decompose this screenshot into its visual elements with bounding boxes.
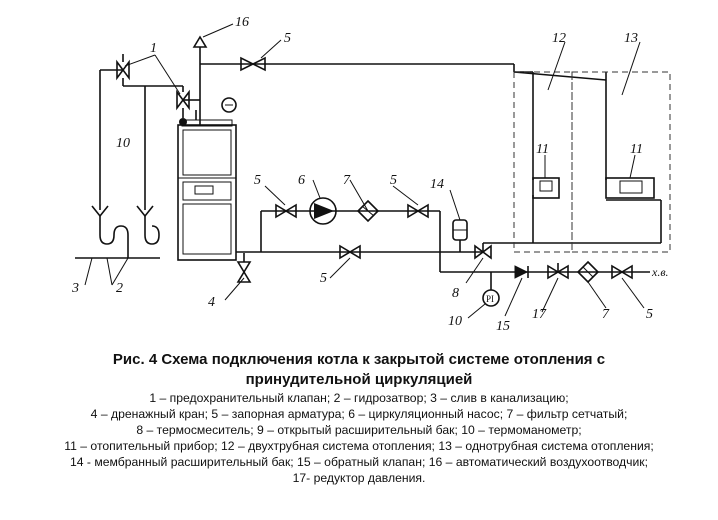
- label-5-water: 5: [646, 307, 653, 322]
- label-7-water: 7: [602, 307, 610, 322]
- label-8: 8: [452, 286, 459, 301]
- label-11-right: 11: [630, 142, 643, 157]
- caption-title-line-1: Рис. 4 Схема подключения котла к закрыто…: [112, 351, 606, 368]
- label-16: 16: [235, 15, 249, 30]
- label-17: 17: [532, 307, 547, 322]
- legend-line: 17- редуктор давления.: [292, 471, 426, 485]
- shutoff-valve-5-bypass-icon: [329, 244, 361, 279]
- gauge-pi-label: PI: [486, 294, 494, 304]
- mesh-filter-7-pump-icon: [349, 179, 380, 223]
- two-pipe-system-12-boundary: [513, 41, 573, 253]
- mesh-filter-7-water-icon: [576, 260, 607, 309]
- label-10-boiler: 10: [116, 136, 130, 151]
- label-5-supply: 5: [284, 31, 291, 46]
- return-pipe: [236, 195, 662, 253]
- label-1: 1: [150, 41, 157, 56]
- label-6: 6: [298, 173, 305, 188]
- thermomixer-8-icon: [465, 244, 492, 284]
- radiator-11-right-icon: [605, 154, 655, 199]
- label-15: 15: [496, 319, 510, 334]
- boiler-connection-diagram: 16 5 1 10 12 13 11 11 5 6 7 5 14 5 3 2 4…: [71, 15, 671, 334]
- legend-line: 4 – дренажный кран; 5 – запорная арматур…: [90, 407, 628, 421]
- pressure-gauge-10-icon: [467, 272, 500, 319]
- pressure-reducer-17-icon: [541, 263, 569, 313]
- label-5-bypass: 5: [320, 271, 327, 286]
- label-12: 12: [552, 31, 566, 46]
- air-vent-16-icon: [192, 23, 234, 48]
- membrane-expansion-tank-14-icon: [449, 189, 468, 252]
- label-7-pump: 7: [343, 173, 351, 188]
- label-5-pump-right: 5: [390, 173, 397, 188]
- safety-valves-1-icon: [99, 54, 200, 210]
- legend-line: 1 – предохранительный клапан; 2 – гидроз…: [149, 391, 569, 405]
- drain-valve-4-icon: [224, 253, 252, 301]
- figure-caption: Рис. 4 Схема подключения котла к закрыто…: [0, 350, 718, 486]
- label-10-gauge: 10: [448, 314, 462, 329]
- label-11-left: 11: [536, 142, 549, 157]
- one-pipe-system-13-boundary: [571, 41, 671, 253]
- label-3: 3: [71, 281, 79, 296]
- shutoff-valve-5-supply-icon: [240, 39, 282, 72]
- boiler-thermomanometer-icon: [221, 97, 237, 113]
- check-valve-15-icon: [504, 265, 529, 317]
- shutoff-valve-5-pump-right-icon: [392, 185, 429, 219]
- radiator-11-left-icon: [532, 155, 560, 199]
- shutoff-valve-5-water-icon: [611, 264, 645, 309]
- boiler: [177, 110, 237, 261]
- label-4: 4: [208, 295, 215, 310]
- legend-line: 14 - мембранный расширительный бак; 15 –…: [69, 455, 649, 469]
- cold-water-label: х.в.: [651, 265, 669, 279]
- shutoff-valve-5-pump-left-icon: [264, 185, 297, 219]
- caption-title-line-2: принудительной циркуляцией: [245, 371, 473, 388]
- hydraulic-seals-2-icon: [75, 205, 160, 286]
- legend-line: 11 – отопительный прибор; 12 – двухтрубн…: [64, 439, 654, 453]
- label-2: 2: [116, 281, 123, 296]
- circulation-pump-6-icon: [309, 179, 337, 225]
- makeup-water-pipe: [439, 252, 650, 273]
- legend-line: 8 – термосмеситель; 9 – открытый расшири…: [136, 423, 582, 437]
- label-14: 14: [430, 177, 444, 192]
- label-5-pump-left: 5: [254, 173, 261, 188]
- label-13: 13: [624, 31, 638, 46]
